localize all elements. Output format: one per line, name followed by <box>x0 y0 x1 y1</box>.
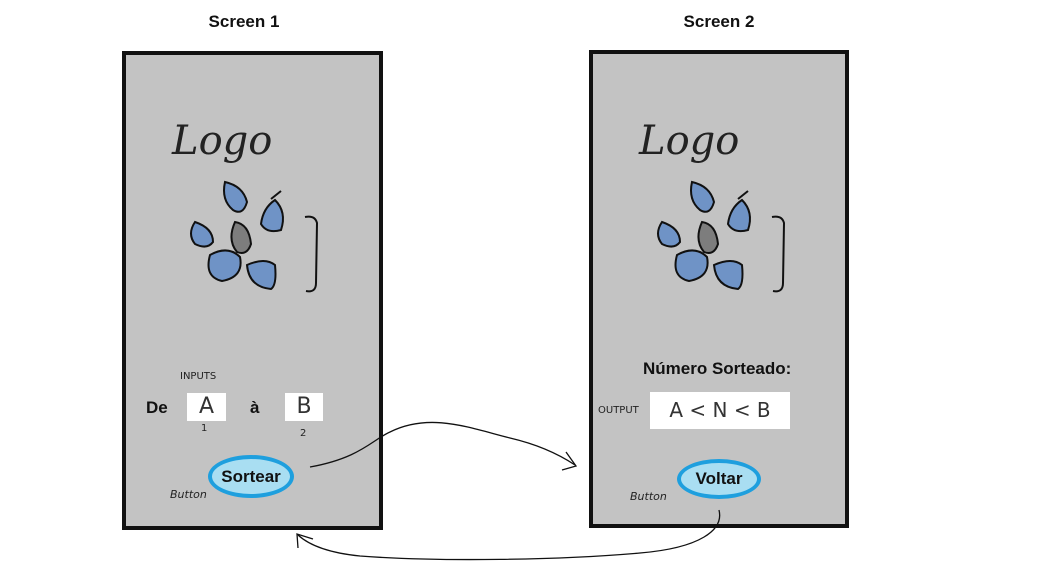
logo-flower-icon <box>190 180 319 293</box>
arrow-head-to-screen2 <box>561 451 578 471</box>
input-b-index: 2 <box>300 428 307 439</box>
screen-2-title: Screen 2 <box>683 12 755 31</box>
button-note-screen-2: Button <box>630 490 667 503</box>
arrow-screen2-to-screen1 <box>297 509 721 561</box>
to-label: à <box>250 398 260 417</box>
inputs-note: INPUTS <box>180 371 217 382</box>
logo-image-screen-1 <box>190 180 319 293</box>
screen-1-title: Screen 1 <box>208 12 280 31</box>
output-note: OUTPUT <box>598 405 639 416</box>
from-label: De <box>146 398 168 417</box>
arrow-head-to-screen1 <box>296 533 314 549</box>
arrow-screen1-to-screen2 <box>309 421 576 468</box>
screen-1-phone <box>122 51 383 530</box>
input-a-index: 1 <box>201 423 208 434</box>
logo-flower-icon <box>657 180 786 293</box>
output-value-field: A < N < B <box>650 392 790 429</box>
input-b-field[interactable]: B <box>285 393 323 421</box>
button-note-screen-1: Button <box>170 488 207 501</box>
sortear-button[interactable]: Sortear <box>208 455 294 498</box>
voltar-button[interactable]: Voltar <box>677 459 761 499</box>
result-label: Número Sorteado: <box>643 359 792 378</box>
input-a-field[interactable]: A <box>187 393 226 421</box>
logo-text-screen-2: Logo <box>639 118 740 164</box>
screen-2-phone <box>589 50 849 528</box>
logo-text-screen-1: Logo <box>172 118 273 164</box>
logo-image-screen-2 <box>657 180 786 293</box>
